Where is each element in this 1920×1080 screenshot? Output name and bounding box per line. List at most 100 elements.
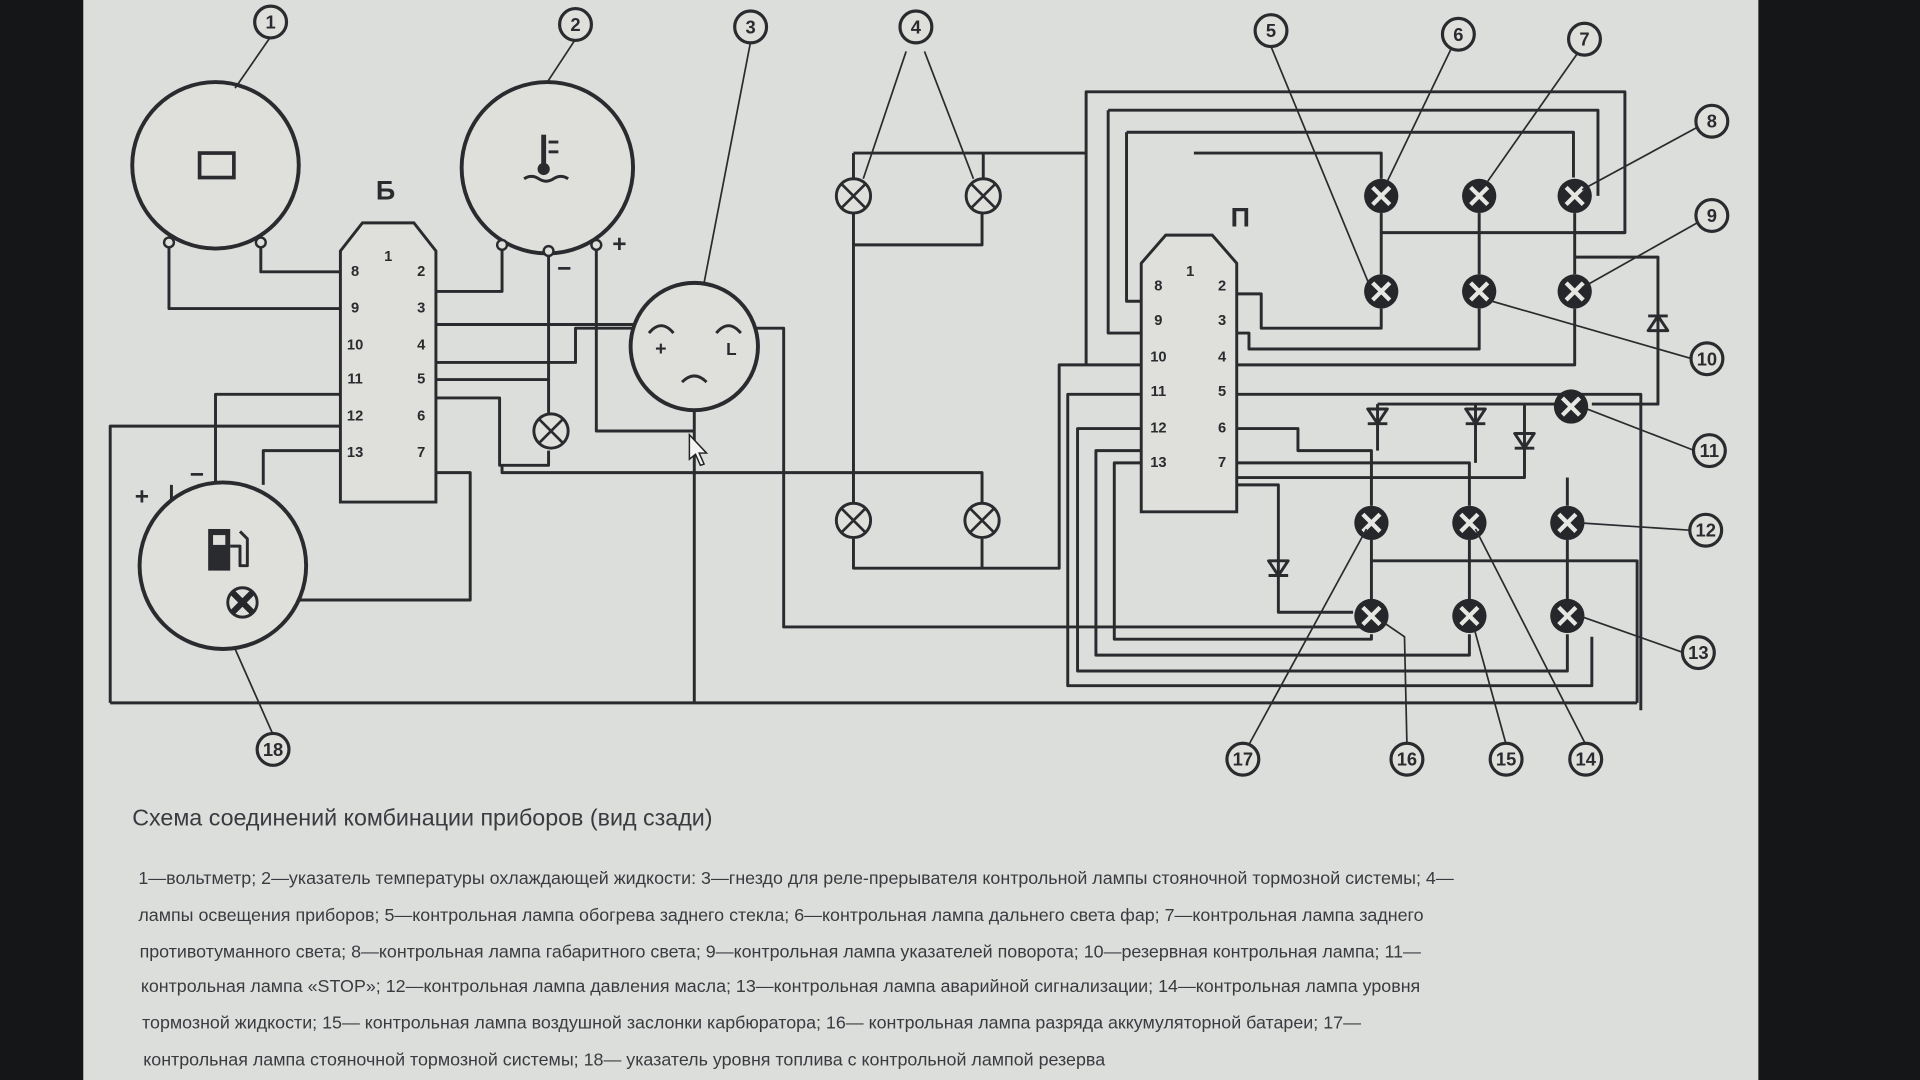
callout-number: 10: [1689, 341, 1725, 377]
diode-icon: [1464, 407, 1487, 426]
callout-number: 8: [1694, 103, 1730, 139]
pin-label: 13: [347, 445, 363, 461]
diode-icon: [1267, 559, 1290, 577]
callout-number: 9: [1694, 198, 1730, 234]
indicator-lamp-icon: [1364, 274, 1399, 309]
pin-label: 9: [351, 301, 359, 317]
callout-label: 3: [746, 16, 756, 37]
pin-label: 1: [1186, 264, 1194, 280]
callout-label: 10: [1697, 348, 1717, 369]
callout-label: 5: [1266, 20, 1276, 41]
lamp-icon: [834, 177, 873, 215]
callout-number: 12: [1688, 512, 1724, 548]
pin-label: 1: [384, 249, 392, 265]
pin-label: 4: [417, 337, 426, 353]
legend-line: противотуманного света; 8—контрольная ла…: [140, 942, 1421, 962]
legend-line: контрольная лампа стояночной тормозной с…: [143, 1049, 1105, 1069]
connector-b: Б 1 8 9 10 11 12 13 2 3 4 5 6 7: [338, 176, 438, 504]
pin-label: 7: [1218, 455, 1226, 471]
fuel-gauge: + −: [135, 461, 309, 651]
callout-label: 9: [1707, 205, 1717, 226]
pin-label: 5: [1218, 384, 1226, 400]
indicator-lamp-icon: [1553, 389, 1589, 424]
relay-socket: + L: [628, 280, 760, 413]
callout-label: 14: [1576, 749, 1597, 770]
pin-label: 6: [1218, 421, 1226, 437]
pin-label: 10: [347, 337, 363, 353]
legend-line: 1—вольтметр; 2—указатель температуры охл…: [138, 868, 1453, 888]
pin-label: 6: [417, 408, 425, 424]
callout-number: 13: [1680, 635, 1716, 671]
pin-label: 2: [1218, 279, 1226, 295]
indicator-lamp-icon: [1462, 274, 1497, 309]
callout-label: 4: [911, 16, 922, 37]
pin-label: 2: [417, 264, 425, 280]
callout-number: 5: [1253, 13, 1289, 49]
callout-label: 18: [263, 739, 283, 760]
callout-label: 15: [1496, 749, 1516, 770]
callout-label: 2: [570, 14, 580, 35]
pin-label: 10: [1150, 350, 1166, 366]
indicator-lamp-icon: [1452, 598, 1487, 634]
battery-icon: [197, 151, 236, 180]
lamp-icon: [834, 501, 873, 540]
pin-label: 8: [351, 264, 359, 280]
pin-label: 7: [417, 445, 425, 461]
callout-number: 1: [253, 4, 289, 40]
callout-label: 17: [1233, 749, 1253, 770]
callout-label: 13: [1688, 642, 1708, 663]
callout-label: 8: [1707, 111, 1717, 132]
indicator-lamp-icon: [1550, 598, 1585, 634]
socket-plus-label: +: [655, 338, 666, 360]
callout-number: 4: [898, 9, 934, 45]
callout-number: 18: [255, 731, 291, 767]
pin-label: 3: [1218, 313, 1226, 329]
callout-number: 2: [558, 6, 594, 42]
mouse-cursor-icon: [688, 432, 709, 467]
pin-label: 12: [1150, 421, 1166, 437]
connector-p: П 1 8 9 10 11 12 13 2 3 4 5 6 7: [1139, 203, 1250, 514]
callout-label: 7: [1579, 29, 1589, 50]
legend-text: 1—вольтметр; 2—указатель температуры охл…: [138, 868, 1453, 1069]
pin-label: 11: [347, 372, 363, 388]
wires: [108, 90, 1660, 711]
diode-icon: [1513, 432, 1536, 450]
connector-p-label: П: [1231, 203, 1250, 233]
callout-number: 14: [1568, 741, 1604, 777]
pin-label: 9: [1154, 313, 1162, 329]
callout-number: 16: [1389, 741, 1425, 777]
leader-lines: [234, 36, 1698, 745]
wiring-diagram: − + + − + L Б 1 8 9 10: [108, 4, 1730, 777]
minus-sign: −: [557, 256, 571, 283]
callout-number: 3: [733, 9, 769, 45]
callout-number: 6: [1440, 16, 1476, 52]
legend-line: контрольная лампа «STOP»; 12—контрольная…: [141, 976, 1420, 996]
plus-sign: +: [135, 483, 149, 510]
callout-number: 15: [1488, 741, 1524, 777]
coolant-temperature-icon: [523, 134, 569, 183]
minus-sign: −: [190, 461, 204, 488]
callout-number: 11: [1691, 433, 1727, 469]
lamp-icon: [532, 412, 570, 450]
illumination-lamps: [532, 177, 1002, 540]
callout-label: 16: [1397, 749, 1417, 770]
diagram-title: Схема соединений комбинации приборов (ви…: [132, 804, 712, 830]
callout-label: 6: [1453, 24, 1463, 45]
pin-label: 3: [417, 301, 425, 317]
callout-number: 7: [1566, 21, 1603, 57]
pin-label: 12: [347, 408, 363, 424]
indicator-lamp-icon: [1557, 178, 1592, 214]
indicator-lamp-icon: [1557, 274, 1592, 309]
lamp-icon: [963, 501, 1001, 540]
pin-label: 13: [1150, 455, 1166, 471]
indicator-lamp-icon: [1354, 505, 1389, 540]
voltmeter-gauge: [130, 80, 301, 251]
indicator-lamp-icon: [1364, 178, 1399, 214]
callout-number: 17: [1225, 741, 1261, 777]
diodes: [1267, 314, 1670, 577]
callout-label: 1: [266, 12, 276, 33]
indicator-lamp-icon: [1452, 505, 1487, 540]
socket-l-label: L: [726, 339, 736, 359]
